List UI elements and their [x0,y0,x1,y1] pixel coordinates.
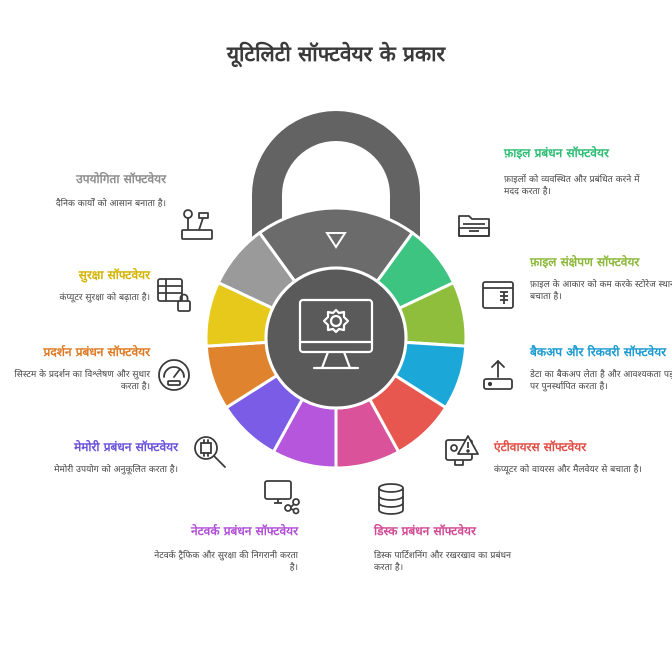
item-file-compression: फ़ाइल संक्षेपण सॉफ्टवेयर फ़ाइल के आकार क… [530,255,672,303]
tools-icon [177,204,217,244]
network-monitor-icon [262,476,302,516]
item-desc: डिस्क पार्टिशनिंग और रखरखाव का प्रबंधन क… [374,551,512,573]
gauge-icon [154,355,194,395]
item-network-management: नेटवर्क प्रबंधन सॉफ्टवेयर नेटवर्क ट्रैफि… [148,524,298,574]
item-desc: नेटवर्क ट्रैफिक और सुरक्षा की निगरानी कर… [154,551,298,573]
item-desc: फ़ाइलों को व्यवस्थित और प्रबंधित करने मे… [504,175,640,197]
item-file-management: फ़ाइल प्रबंधन सॉफ्टवेयर फ़ाइलों को व्यवस… [504,146,654,198]
monitor-gear-icon [298,298,374,370]
chip-search-icon [190,432,230,472]
item-title: सुरक्षा सॉफ्टवेयर [78,268,150,282]
item-title: बैकअप और रिकवरी सॉफ्टवेयर [530,345,667,359]
item-title: उपयोगिता सॉफ्टवेयर [76,172,166,186]
item-title: डिस्क प्रबंधन सॉफ्टवेयर [374,524,476,538]
item-memory-management: मेमोरी प्रबंधन सॉफ्टवेयर मेमोरी उपयोग को… [28,440,178,476]
ring-segments [204,206,468,470]
center-circle [264,266,408,410]
grid-lock-icon [154,275,194,315]
keyhole-icon [325,232,347,249]
item-antivirus: एंटीवायरस सॉफ्टवेयर कंप्यूटर को वायरस और… [494,440,644,476]
item-title: एंटीवायरस सॉफ्टवेयर [494,440,587,454]
compress-window-icon [478,275,518,315]
padlock-shackle [252,111,420,240]
item-desc: सिस्टम के प्रदर्शन का विश्लेषण और सुधार … [14,370,150,392]
folder-icon [454,204,494,244]
item-desc: कंप्यूटर को वायरस और मैलवेयर से बचाता है… [494,465,642,475]
item-title: फ़ाइल संक्षेपण सॉफ्टवेयर [530,255,640,269]
item-security: सुरक्षा सॉफ्टवेयर कंप्यूटर सुरक्षा को बढ… [0,268,150,304]
item-performance-management: प्रदर्शन प्रबंधन सॉफ्टवेयर सिस्टम के प्र… [0,345,150,393]
item-title: प्रदर्शन प्रबंधन सॉफ्टवेयर [43,345,150,359]
item-title: मेमोरी प्रबंधन सॉफ्टवेयर [74,440,178,454]
backup-upload-icon [478,355,518,395]
page-title: यूटिलिटी सॉफ्टवेयर के प्रकार [226,42,446,66]
item-desc: मेमोरी उपयोग को अनुकूलित करता है। [54,465,178,475]
item-desc: फ़ाइल के आकार को कम करके स्टोरेज स्थान ब… [530,280,672,302]
item-desc: डेटा का बैकअप लेता है और आवश्यकता पड़ने … [530,370,672,392]
item-desc: दैनिक कार्यों को आसान बनाता है। [55,199,166,209]
database-icon [371,479,411,519]
item-backup-recovery: बैकअप और रिकवरी सॉफ्टवेयर डेटा का बैकअप … [530,345,672,393]
item-disk-management: डिस्क प्रबंधन सॉफ्टवेयर डिस्क पार्टिशनिं… [374,524,524,574]
virus-warning-icon [442,432,482,472]
item-title: नेटवर्क प्रबंधन सॉफ्टवेयर [190,524,298,538]
item-title: फ़ाइल प्रबंधन सॉफ्टवेयर [504,146,609,160]
item-desc: कंप्यूटर सुरक्षा को बढ़ाता है। [59,293,150,303]
item-utility: उपयोगिता सॉफ्टवेयर दैनिक कार्यों को आसान… [16,172,166,210]
